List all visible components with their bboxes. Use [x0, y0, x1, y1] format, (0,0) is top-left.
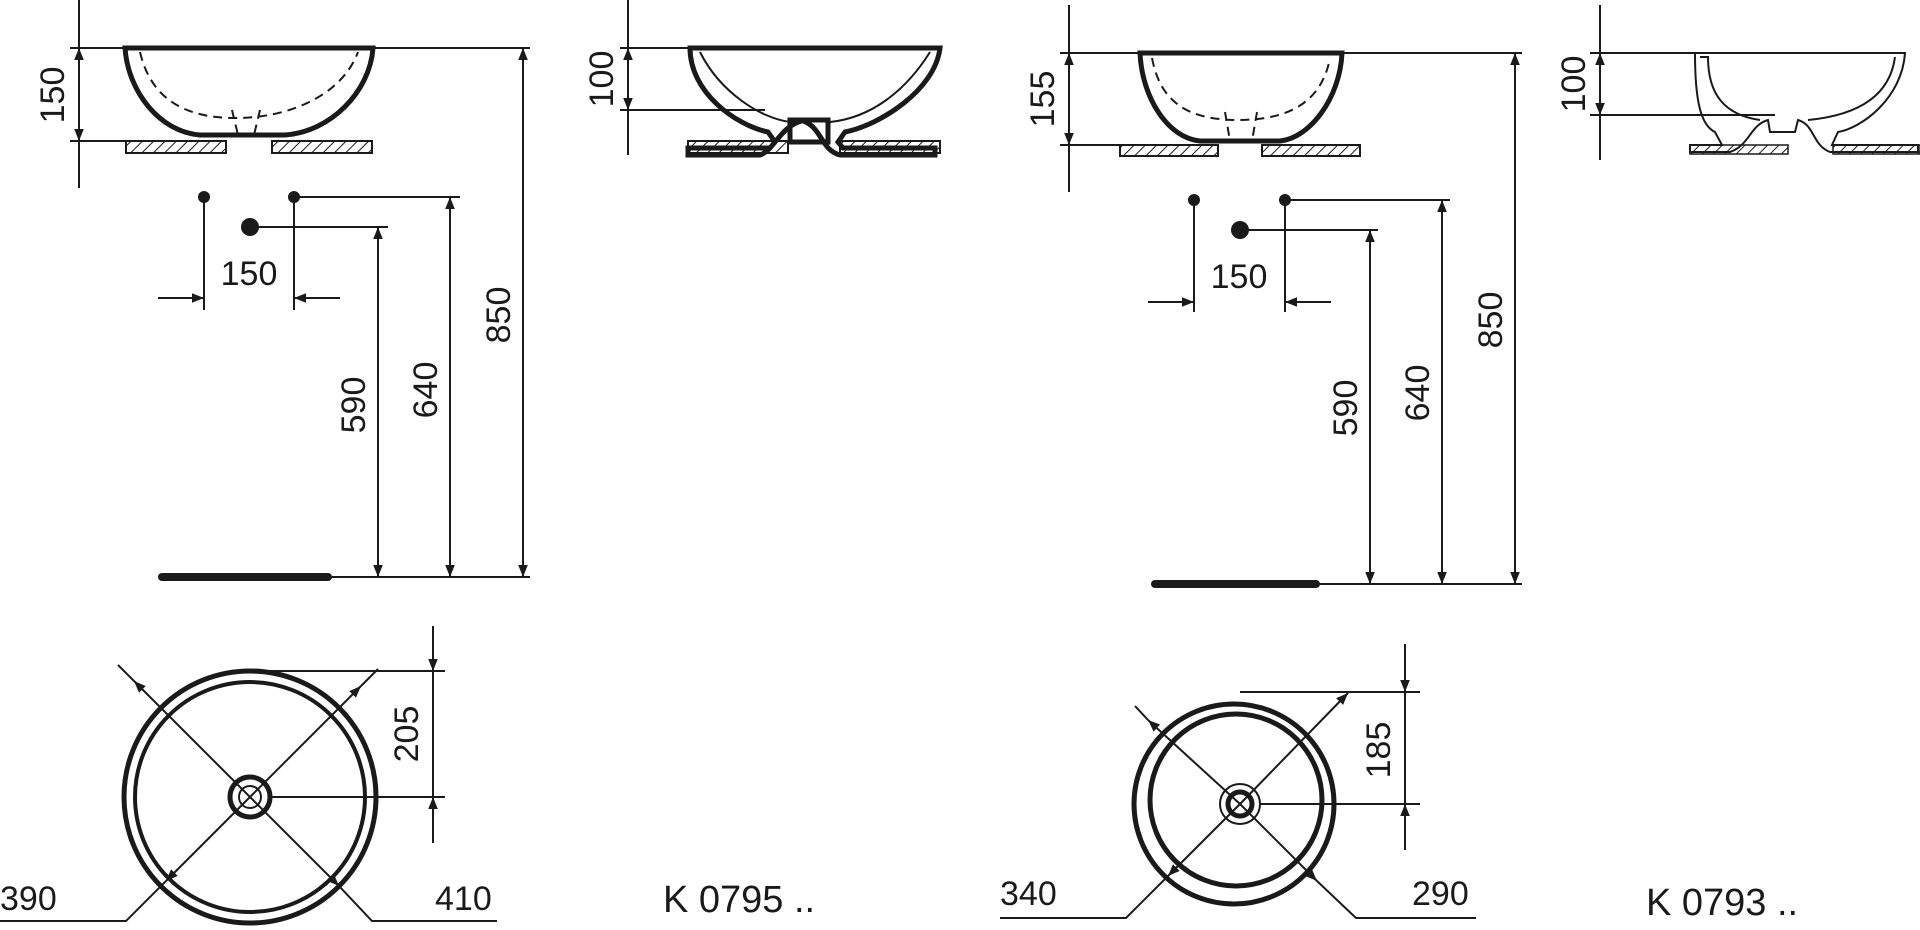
tap-heights-a: 150 590 640 850	[158, 48, 530, 581]
dim-plan-offset-a: 205	[388, 706, 426, 763]
dim-tap-spacing-b: 150	[1211, 258, 1268, 296]
dim-height-tap-b: 640	[1399, 365, 1437, 422]
model-code-k0795: K 0795 ..	[663, 879, 815, 921]
dim-side-bowl-height-b: 155	[1024, 71, 1062, 128]
dim-inner-diameter-b: 340	[1000, 875, 1057, 913]
dim-height-rim-a: 850	[480, 287, 518, 344]
tap-heights-b: 150 590 640 850	[1148, 53, 1522, 588]
dim-height-waste-b: 590	[1327, 380, 1365, 437]
side-elevation-a: 150	[34, 0, 530, 188]
dim-front-bowl-height-a: 100	[583, 51, 621, 108]
front-elevation-a: 100	[583, 0, 943, 158]
drawing-k0793: 155 150 590 640 850	[1000, 5, 1920, 924]
plan-view-b: 185 340 290	[1000, 644, 1476, 919]
dim-outer-diameter-b: 290	[1412, 875, 1469, 913]
side-elevation-b: 155	[1024, 5, 1522, 192]
dim-height-tap-a: 640	[407, 362, 445, 419]
drawing-k0795: 150 150 590 640 850	[0, 0, 943, 926]
dim-height-waste-a: 590	[335, 377, 373, 434]
dim-inner-diameter-a: 390	[0, 880, 57, 918]
dim-outer-diameter-a: 410	[435, 880, 492, 918]
dim-height-rim-b: 850	[1472, 292, 1510, 349]
front-elevation-b: 100	[1555, 5, 1920, 160]
dim-side-bowl-height-a: 150	[34, 67, 72, 124]
dim-front-bowl-height-b: 100	[1555, 56, 1593, 113]
dim-tap-spacing-a: 150	[221, 255, 278, 293]
dim-plan-offset-b: 185	[1360, 722, 1398, 779]
model-code-k0793: K 0793 ..	[1646, 882, 1798, 924]
plan-view-a: 205 390 410	[0, 626, 497, 926]
